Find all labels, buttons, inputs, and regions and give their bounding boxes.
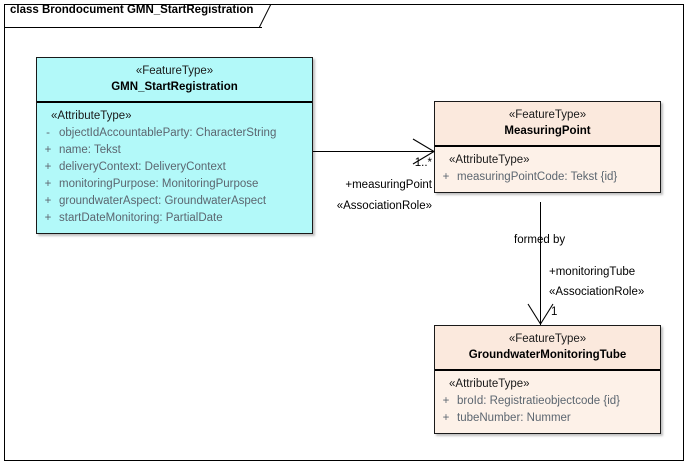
class-box-measuringpoint[interactable]: «FeatureType» MeasuringPoint «AttributeT… <box>434 101 661 193</box>
attribute-text: deliveryContext: DeliveryContext <box>59 161 226 173</box>
attribute-row: + broId: Registratieobjectcode {id} <box>435 393 660 410</box>
association-name-measuringpoint-to-tube: formed by <box>514 234 566 246</box>
class-box-groundwatermonitoringtube[interactable]: «FeatureType» GroundwaterMonitoringTube … <box>434 325 661 434</box>
attribute-text: startDateMonitoring: PartialDate <box>59 212 223 224</box>
attribute-row: + deliveryContext: DeliveryContext <box>37 159 312 176</box>
association-stereotype-gmn-to-measuringpoint: «AssociationRole» <box>336 200 432 212</box>
attribute-visibility: + <box>44 178 52 190</box>
attribute-visibility: + <box>442 395 450 407</box>
class-header-gmn-startregistration: «FeatureType» GMN_StartRegistration <box>37 58 312 103</box>
class-header-measuringpoint: «FeatureType» MeasuringPoint <box>435 102 660 147</box>
class-name: GMN_StartRegistration <box>111 81 238 93</box>
attribute-stereotype: «AttributeType» <box>51 110 132 122</box>
attribute-text: tubeNumber: Nummer <box>457 412 571 424</box>
attribute-row: + measuringPointCode: Tekst {id} <box>435 169 660 186</box>
attribute-text: objectIdAccountableParty: CharacterStrin… <box>59 127 277 139</box>
diagram-title: class Brondocument GMN_StartRegistration <box>10 4 254 16</box>
attribute-row: + tubeNumber: Nummer <box>435 410 660 427</box>
attribute-row: + startDateMonitoring: PartialDate <box>37 210 312 227</box>
association-arrowhead-tube <box>527 303 554 326</box>
attribute-row: - objectIdAccountableParty: CharacterStr… <box>37 125 312 142</box>
association-multiplicity-measuringpoint-to-tube: 1 <box>551 306 558 318</box>
association-multiplicity-gmn-to-measuringpoint: 1..* <box>414 157 432 169</box>
diagram-frame <box>4 4 684 461</box>
class-attributes-groundwatermonitoringtube: «AttributeType» + broId: Registratieobje… <box>435 371 660 433</box>
attribute-row: + name: Tekst <box>37 142 312 159</box>
attribute-text: measuringPointCode: Tekst {id} <box>457 171 618 183</box>
diagram-title-tab-underline <box>4 27 262 28</box>
attribute-stereotype: «AttributeType» <box>449 154 530 166</box>
class-attributes-measuringpoint: «AttributeType» + measuringPointCode: Te… <box>435 147 660 192</box>
attribute-row: + monitoringPurpose: MonitoringPurpose <box>37 176 312 193</box>
attribute-visibility: + <box>44 195 52 207</box>
attribute-text: broId: Registratieobjectcode {id} <box>457 395 621 407</box>
attribute-visibility: + <box>44 144 52 156</box>
class-box-gmn-startregistration[interactable]: «FeatureType» GMN_StartRegistration «Att… <box>36 57 313 234</box>
attribute-visibility: + <box>442 171 450 183</box>
association-arrowhead-measuringpoint <box>412 138 436 165</box>
attribute-visibility: + <box>44 161 52 173</box>
association-role-gmn-to-measuringpoint: +measuringPoint <box>345 179 432 191</box>
attribute-stereotype: «AttributeType» <box>449 378 530 390</box>
attribute-visibility: - <box>46 127 50 139</box>
diagram-title-tab-corner <box>258 4 274 28</box>
association-line-measuringpoint-to-tube[interactable] <box>540 202 541 325</box>
class-name: MeasuringPoint <box>504 125 591 137</box>
association-line-gmn-to-measuringpoint[interactable] <box>313 151 434 152</box>
class-stereotype: «FeatureType» <box>135 65 214 77</box>
attribute-text: monitoringPurpose: MonitoringPurpose <box>59 178 259 190</box>
class-header-groundwatermonitoringtube: «FeatureType» GroundwaterMonitoringTube <box>435 326 660 371</box>
class-attributes-gmn-startregistration: «AttributeType» - objectIdAccountablePar… <box>37 103 312 233</box>
association-stereotype-measuringpoint-to-tube: «AssociationRole» <box>549 286 645 298</box>
attribute-text: name: Tekst <box>59 144 121 156</box>
association-role-measuringpoint-to-tube: +monitoringTube <box>549 266 636 278</box>
diagram-title-tab <box>4 4 270 28</box>
class-name: GroundwaterMonitoringTube <box>468 349 627 361</box>
class-stereotype: «FeatureType» <box>508 109 587 121</box>
attribute-text: groundwaterAspect: GroundwaterAspect <box>59 195 267 207</box>
attribute-row: + groundwaterAspect: GroundwaterAspect <box>37 193 312 210</box>
attribute-visibility: + <box>442 412 450 424</box>
class-stereotype: «FeatureType» <box>508 333 587 345</box>
attribute-visibility: + <box>44 212 52 224</box>
